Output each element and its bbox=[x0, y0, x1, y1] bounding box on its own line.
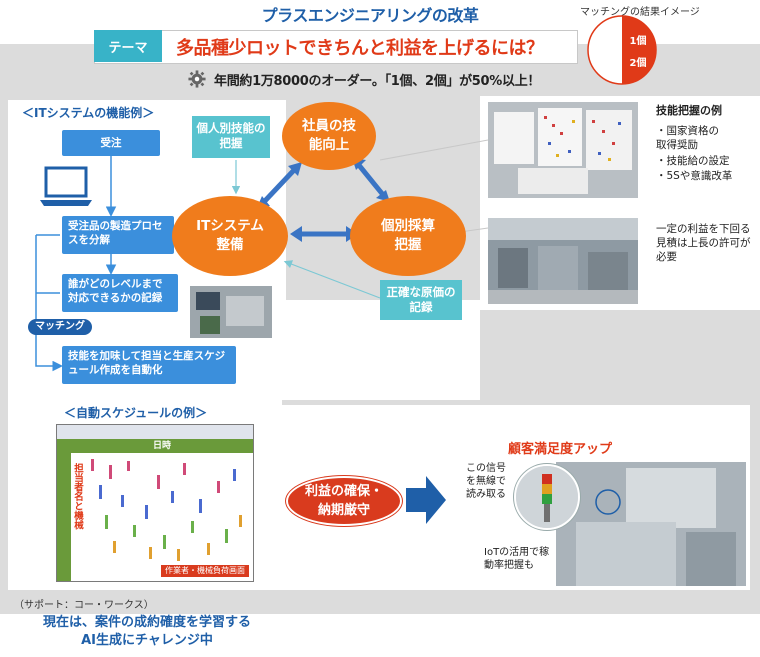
schedule-footer-label: 作業者・機械負荷画面 bbox=[161, 565, 249, 577]
pie-label-1: 1個 bbox=[630, 34, 647, 47]
match-pie-chart: 1個 2個 bbox=[587, 15, 657, 85]
signal-note: この信号を無線で読み取る bbox=[466, 463, 506, 500]
ai-note-line-2: AI生成にチャレンジ中 bbox=[81, 633, 213, 648]
cycle-arrowhead-bottom-left bbox=[290, 226, 302, 242]
ellipse-skill-text: 社員の技能向上 bbox=[302, 118, 356, 153]
pie-label-2: 2個 bbox=[630, 56, 647, 69]
result-arrow bbox=[406, 476, 446, 524]
laptop-icon bbox=[40, 166, 92, 206]
cost-note-box: 正確な原価の記録 bbox=[380, 280, 462, 320]
factory-image bbox=[488, 218, 638, 304]
skill-chart-photo bbox=[488, 102, 638, 198]
theme-tag: テーマ bbox=[94, 30, 162, 62]
skill-chart-image bbox=[488, 102, 638, 198]
iot-note: IoTの活用で稼動率把握も bbox=[484, 547, 550, 571]
theme-text: 多品種少ロットできちんと利益を上げるには？ bbox=[176, 38, 544, 59]
factory-iot-image bbox=[556, 462, 746, 586]
skill-example-item-3: ・5Sや意識改革 bbox=[656, 170, 733, 182]
factory-iot-photo bbox=[556, 462, 746, 586]
schedule-side-bar bbox=[57, 439, 71, 581]
ellipse-it-text: ITシステム整備 bbox=[196, 218, 264, 253]
arrow-to-automate bbox=[35, 235, 63, 372]
ellipse-profit-text: 個別採算把握 bbox=[381, 218, 435, 253]
schedule-grid bbox=[87, 455, 251, 567]
profit-deadline-text: 利益の確保・納期厳守 bbox=[304, 484, 383, 518]
schedule-side-label: 担当者名と機械 bbox=[72, 463, 83, 530]
it-section-title: ＜ITシステムの機能例＞ bbox=[22, 106, 155, 120]
cycle-arrowhead-top-a bbox=[288, 162, 302, 176]
machine-photo bbox=[190, 286, 272, 338]
theme-bar bbox=[94, 30, 578, 64]
skill-note-box: 個人別技能の把握 bbox=[192, 116, 270, 158]
skill-example-title: 技能把握の例 bbox=[656, 104, 722, 117]
pointer-cost-note bbox=[283, 260, 381, 299]
step-decompose-box: 受注品の製造プロセスを分解 bbox=[62, 216, 174, 254]
signal-light-image bbox=[516, 466, 578, 528]
cycle-arrow-top-right bbox=[356, 162, 386, 198]
machine-image bbox=[190, 286, 272, 338]
support-credit: （サポート：コー・ワークス） bbox=[14, 600, 154, 611]
ellipse-skill-improvement: 社員の技能向上 bbox=[282, 102, 376, 170]
factory-photo bbox=[488, 218, 638, 304]
ellipse-it-system: ITシステム整備 bbox=[172, 196, 288, 276]
profit-note: 一定の利益を下回る見積は上長の許可が必要 bbox=[656, 223, 751, 263]
order-box: 受注 bbox=[62, 130, 160, 156]
ellipse-profit-tracking: 個別採算把握 bbox=[350, 196, 466, 276]
schedule-section-title: ＜自動スケジュールの例＞ bbox=[64, 406, 208, 420]
gear-icon bbox=[188, 70, 206, 88]
schedule-header: 日時 bbox=[71, 439, 253, 453]
match-image-label: マッチングの結果イメージ bbox=[580, 7, 700, 18]
page-title: プラスエンジニアリングの改革 bbox=[261, 6, 479, 25]
ai-note-line-1: 現在は、案件の成約確度を学習する bbox=[42, 615, 251, 630]
step-record-box: 誰がどのレベルまで対応できるかの記録 bbox=[62, 274, 178, 312]
pointer-skill-example bbox=[379, 139, 489, 161]
step-automate-box: 技能を加味して担当と生産スケジュール作成を自動化 bbox=[62, 346, 236, 384]
matching-label: マッチング bbox=[28, 319, 92, 335]
profit-deadline-pill: 利益の確保・納期厳守 bbox=[286, 476, 402, 526]
signal-light-photo bbox=[514, 464, 580, 530]
schedule-toolbar bbox=[57, 425, 253, 439]
skill-example-item-2: ・技能給の設定 bbox=[656, 155, 730, 167]
cycle-arrow-top-left bbox=[260, 166, 298, 206]
satisfaction-label: 顧客満足度アップ bbox=[508, 442, 613, 457]
pie-slice-1-2 bbox=[622, 16, 656, 84]
orders-note: 年間約1万8000のオーダー。「1個、2個」が50%以上！ bbox=[214, 74, 541, 89]
ai-note: 現在は、案件の成約確度を学習する AI生成にチャレンジ中 bbox=[22, 614, 272, 650]
skill-example-item-1: ・国家資格の取得奨励 bbox=[656, 125, 719, 151]
schedule-screenshot: 日時 担当者名と機械 作業者・機械負荷画面 bbox=[56, 424, 254, 582]
